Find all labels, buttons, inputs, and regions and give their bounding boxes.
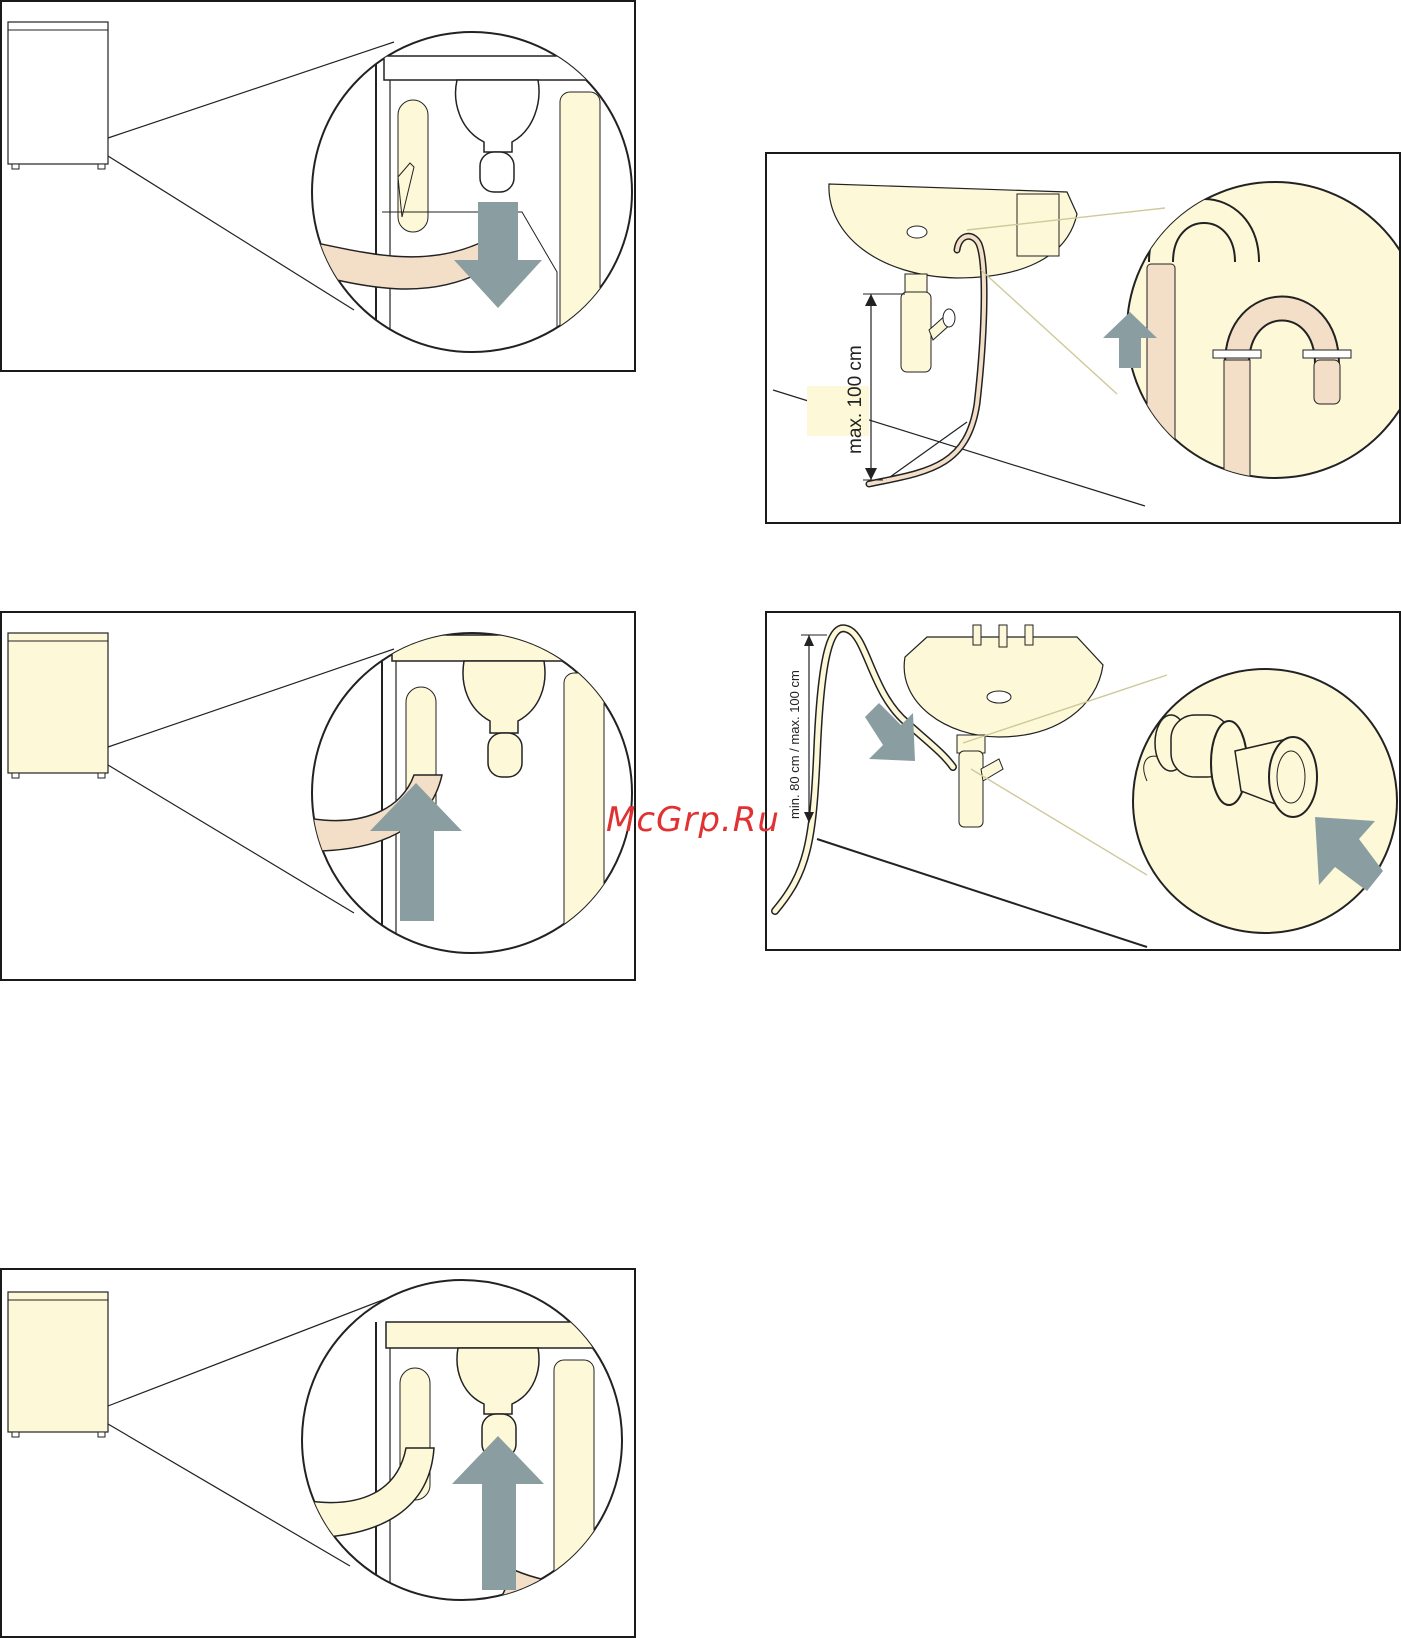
dishwasher-icon bbox=[8, 22, 108, 169]
watermark: McGrp.Ru bbox=[606, 800, 780, 840]
dimension-label: min. 80 cm / max. 100 cm bbox=[787, 670, 802, 819]
panel-sink-trap: min. 80 cm / max. 100 cm bbox=[765, 611, 1401, 951]
dishwasher-icon bbox=[8, 1292, 108, 1437]
illustration-drain-connect bbox=[2, 1270, 634, 1636]
detail-magnifier bbox=[302, 1280, 634, 1636]
detail-magnifier bbox=[302, 32, 634, 370]
detail-magnifier bbox=[1133, 669, 1397, 933]
detail-magnifier bbox=[302, 633, 634, 973]
sink-icon bbox=[904, 625, 1103, 827]
dimension-max-100: max. 100 cm bbox=[845, 294, 905, 480]
illustration-sink-trap: min. 80 cm / max. 100 cm bbox=[767, 613, 1399, 949]
detail-magnifier bbox=[1127, 182, 1399, 520]
dishwasher-icon bbox=[8, 633, 108, 778]
arrow-diagonal-icon bbox=[865, 703, 915, 761]
sink-icon bbox=[829, 184, 1077, 372]
panel-drain-connect bbox=[0, 1268, 636, 1638]
panel-hose-attach bbox=[0, 611, 636, 981]
illustration-hose-remove bbox=[2, 2, 634, 370]
dimension-label: max. 100 cm bbox=[845, 345, 866, 454]
illustration-hose-attach bbox=[2, 613, 634, 979]
panel-hose-remove bbox=[0, 0, 636, 372]
illustration-sink-hook: max. 100 cm bbox=[767, 154, 1399, 522]
panel-sink-hook: max. 100 cm bbox=[765, 152, 1401, 524]
